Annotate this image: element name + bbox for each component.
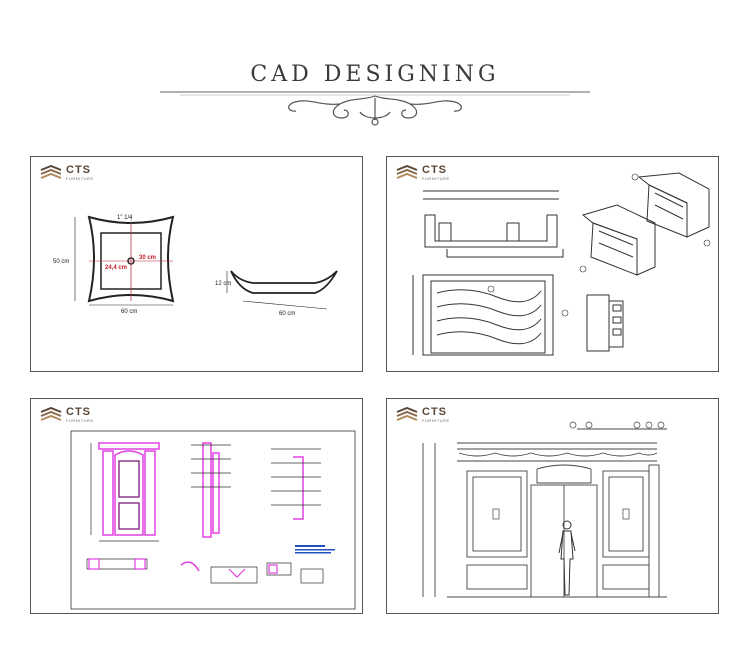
door-drawing xyxy=(70,430,356,610)
dim-side-height: 12 cm xyxy=(215,281,231,287)
wall-elevation-drawing xyxy=(422,421,667,598)
page-title: CAD DESIGNING xyxy=(250,62,500,87)
logo-tagline: FURNITURE xyxy=(66,176,94,181)
brand-logo: CTS FURNITURE xyxy=(39,165,94,181)
cad-panel-sink: CTS FURNITURE 1" 1/4 30 cm 24,4 cm 50 cm… xyxy=(30,156,363,372)
cts-logo-icon xyxy=(396,407,418,421)
desk-drawing xyxy=(412,172,711,356)
dim-height: 50 cm xyxy=(53,259,69,265)
cad-panel-door: CTS FURNITURE xyxy=(30,398,363,614)
logo-brand: CTS xyxy=(422,164,447,176)
logo-brand: CTS xyxy=(66,164,91,176)
dim-faucet: 1" 1/4 xyxy=(117,215,133,221)
sink-drawing: 1" 1/4 30 cm 24,4 cm 50 cm 60 cm 12 cm 6… xyxy=(53,215,338,317)
cts-logo-icon xyxy=(396,165,418,179)
logo-tagline: FURNITURE xyxy=(422,176,450,181)
brand-logo: CTS FURNITURE xyxy=(39,407,94,423)
logo-brand: CTS xyxy=(66,406,91,418)
cad-panel-wall: CTS FURNITURE xyxy=(386,398,719,614)
ornament-divider xyxy=(160,91,590,126)
dim-width: 60 cm xyxy=(121,309,137,315)
dim-width-inner: 30 cm xyxy=(139,255,156,261)
cts-logo-icon xyxy=(40,407,62,421)
dim-side-width: 60 cm xyxy=(279,311,295,317)
logo-tagline: FURNITURE xyxy=(422,418,450,423)
cad-panel-desk: CTS FURNITURE xyxy=(386,156,719,372)
dim-depth-inner: 24,4 cm xyxy=(105,265,127,271)
brand-logo: CTS FURNITURE xyxy=(395,407,450,423)
logo-brand: CTS xyxy=(422,406,447,418)
brand-logo: CTS FURNITURE xyxy=(395,165,450,181)
logo-tagline: FURNITURE xyxy=(66,418,94,423)
cts-logo-icon xyxy=(40,165,62,179)
